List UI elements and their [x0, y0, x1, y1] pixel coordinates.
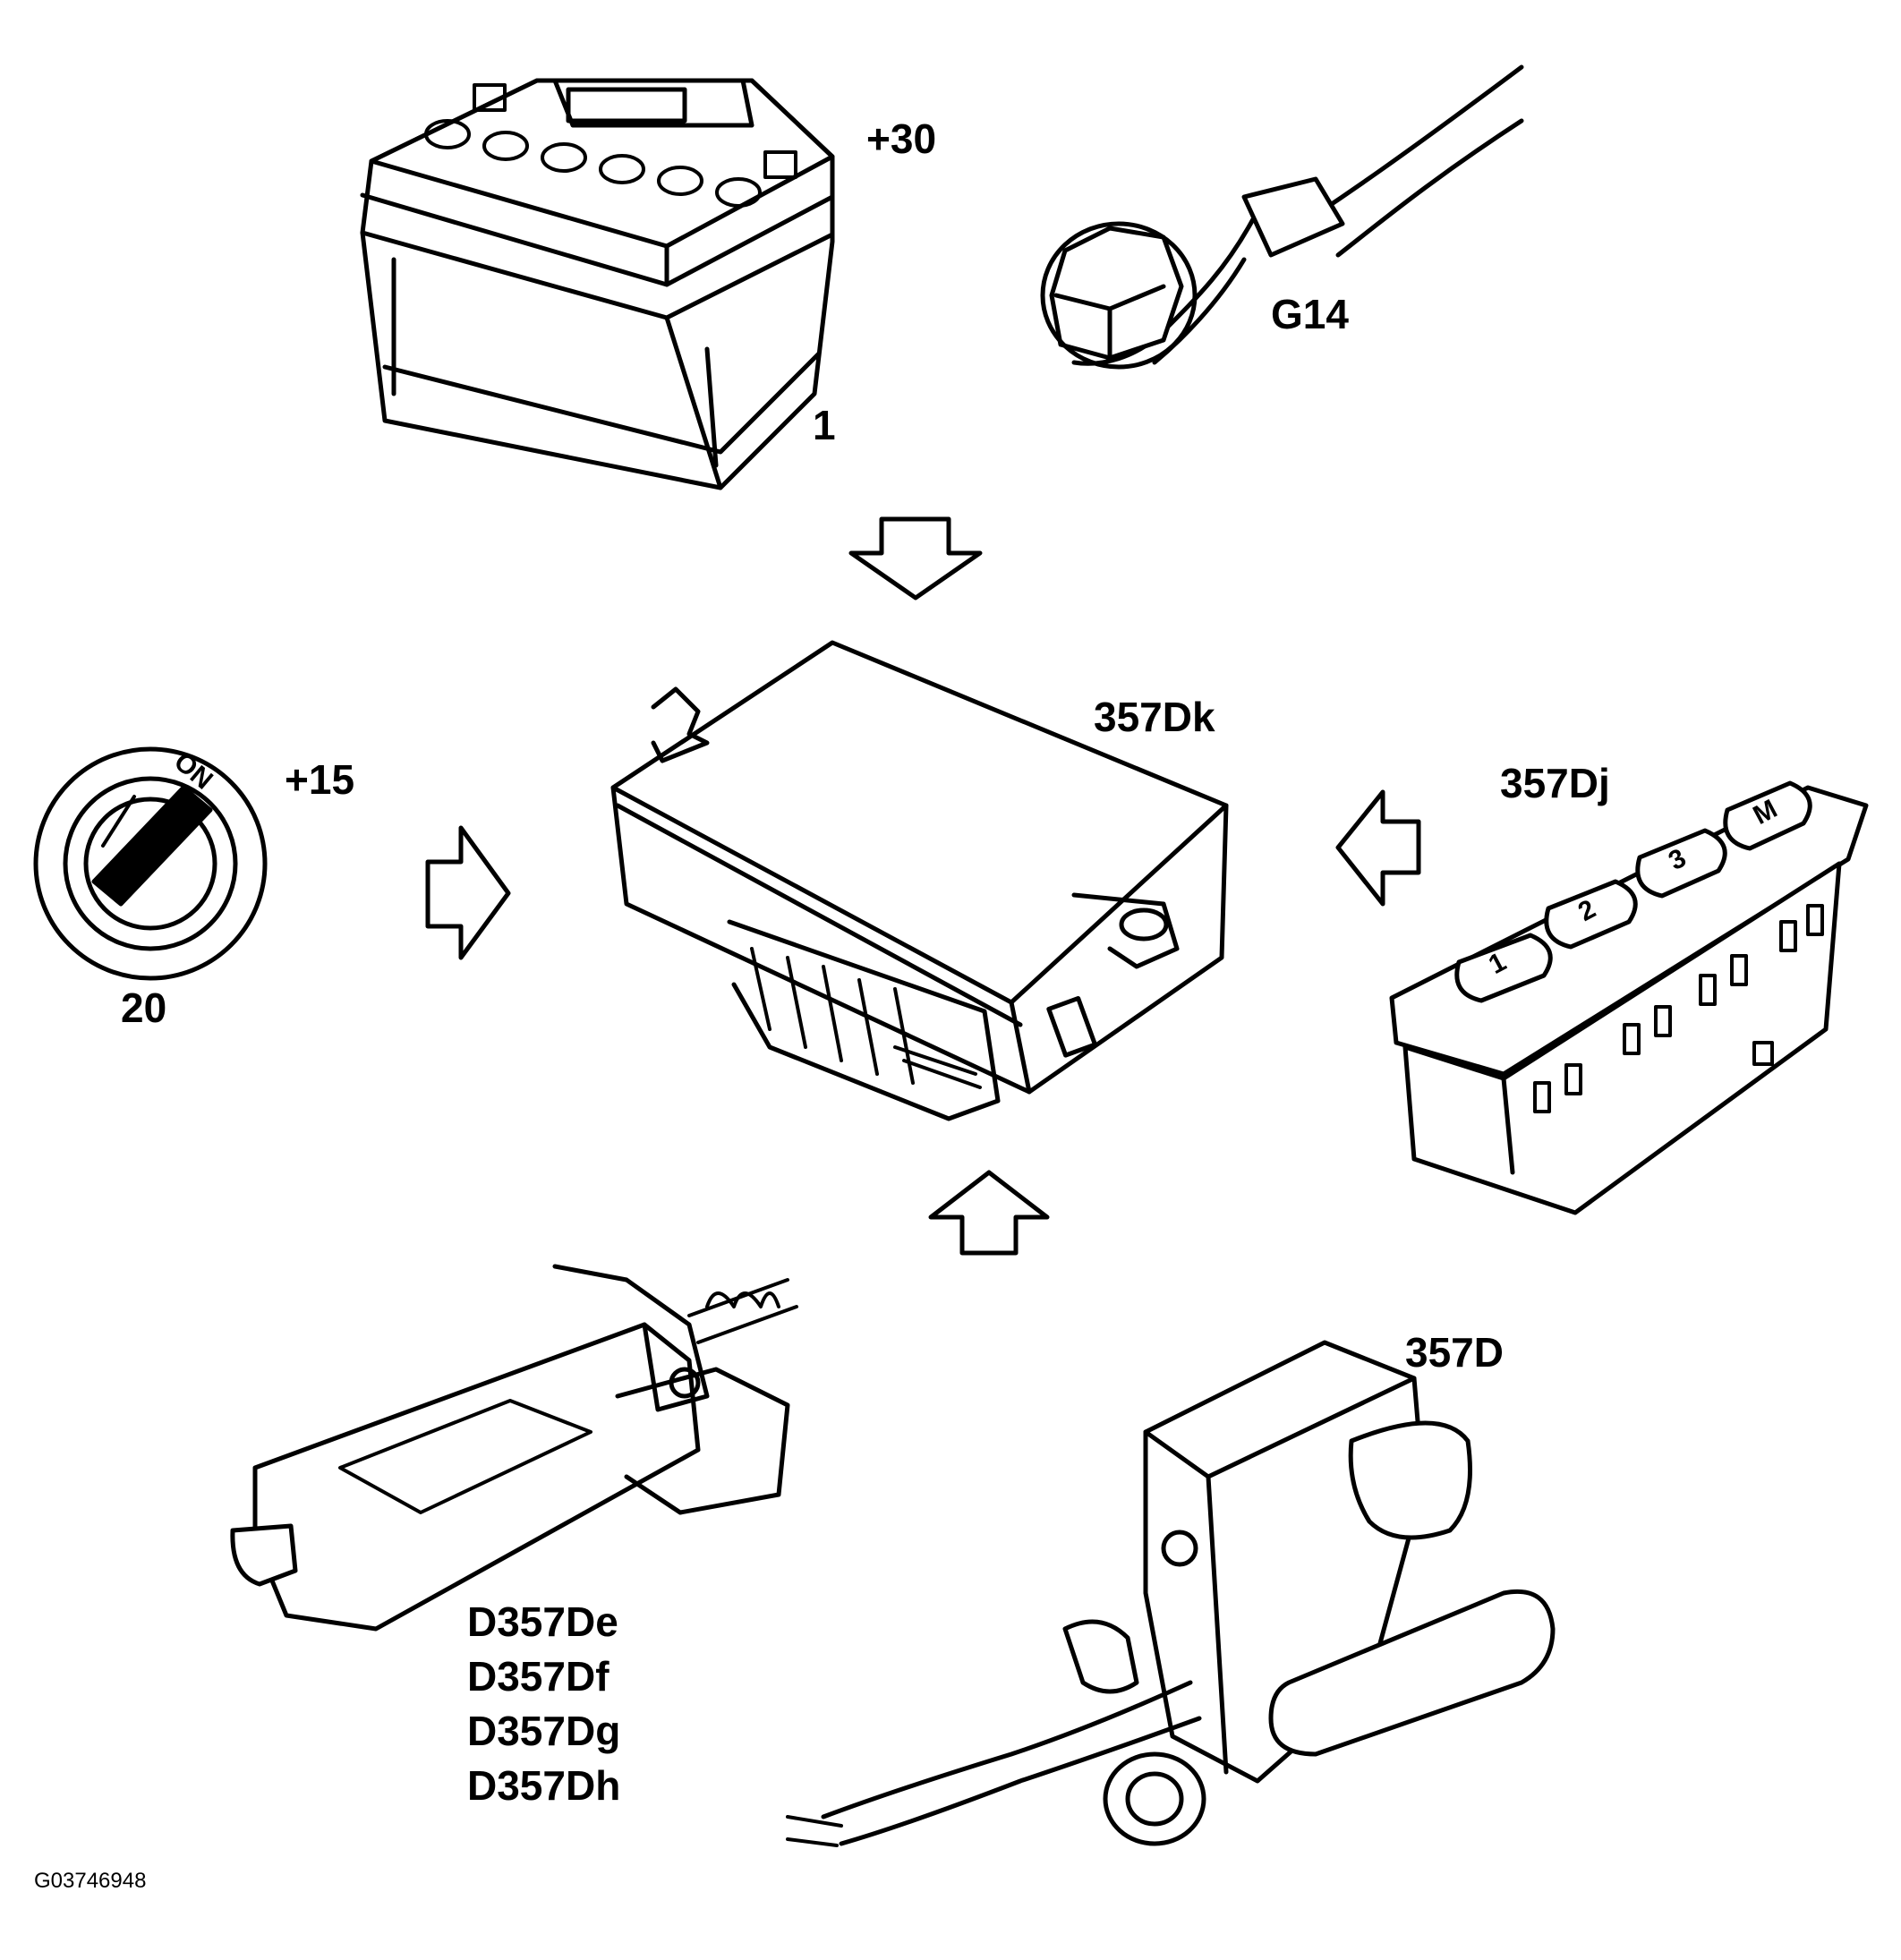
flow-arrow-down — [848, 516, 983, 601]
flow-arrow-up — [928, 1170, 1050, 1256]
battery-illustration — [360, 78, 835, 490]
figure-id: G03746948 — [34, 1869, 147, 1893]
ignition-terminal-label: +15 — [285, 756, 355, 803]
memory-button-caps — [1454, 780, 1812, 1003]
ignition-number-label: 20 — [121, 984, 167, 1031]
motor-label: D357Df — [467, 1653, 610, 1700]
flow-arrow-left — [1335, 789, 1421, 907]
battery-cell-caps — [424, 119, 762, 208]
battery-number-label: 1 — [813, 402, 836, 448]
motor-designation-list: D357De D357Df D357Dg D357Dh — [467, 1595, 620, 1813]
flow-arrow-right — [425, 825, 511, 960]
battery-terminal-posts — [473, 83, 797, 179]
motor-label: D357De — [467, 1598, 618, 1645]
control-module-label: 357Dk — [1094, 694, 1215, 740]
ground-point-label: G14 — [1271, 291, 1349, 337]
control-module-illustration — [610, 640, 1229, 1121]
ignition-switch-illustration — [33, 746, 268, 981]
seat-switch-illustration — [786, 1340, 1556, 1847]
memory-switch-label: 357Dj — [1500, 760, 1610, 806]
motor-label: D357Dg — [467, 1708, 621, 1754]
memory-switch-illustration — [1389, 780, 1869, 1215]
seat-motor-illustration — [230, 1264, 798, 1632]
motor-label: D357Dh — [467, 1762, 621, 1809]
ground-bolt-illustration — [1040, 64, 1524, 370]
battery-terminal-label: +30 — [866, 115, 937, 162]
seat-switch-label: 357D — [1405, 1329, 1504, 1376]
